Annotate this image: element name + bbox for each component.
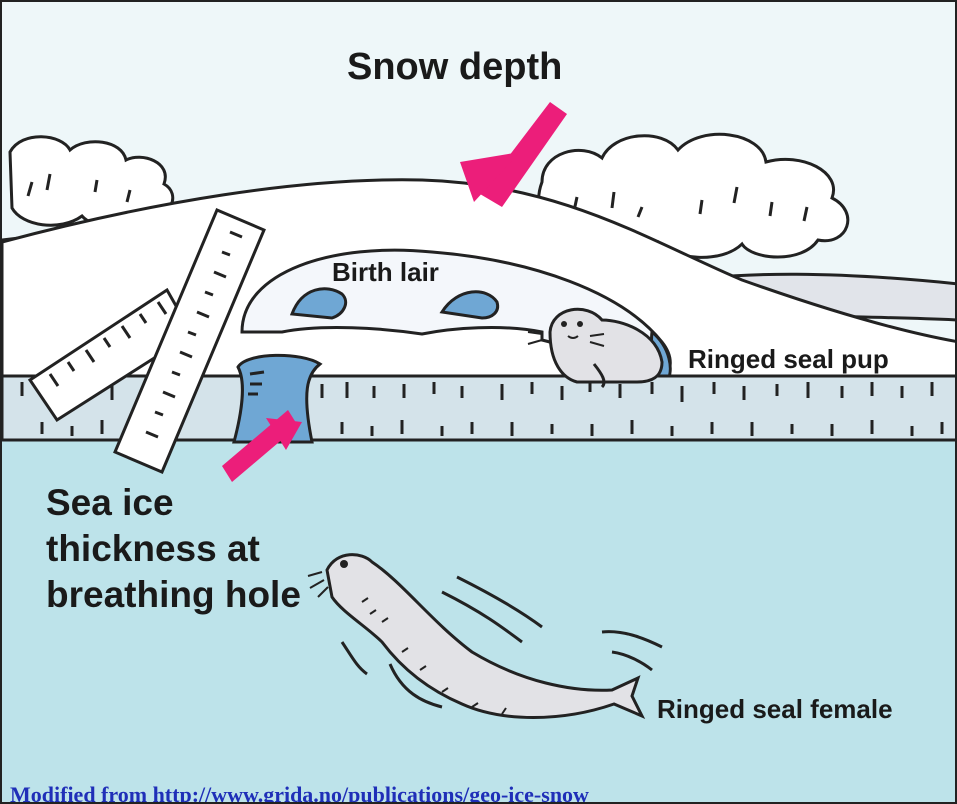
- sea-ice-thickness-label: Sea ice thickness at breathing hole: [46, 480, 306, 618]
- source-credit: Modified from http://www.grida.no/public…: [10, 782, 589, 804]
- ringed-seal-female-label: Ringed seal female: [657, 694, 893, 725]
- snow-depth-label: Snow depth: [347, 46, 562, 89]
- ringed-seal-pup-label: Ringed seal pup: [688, 344, 889, 375]
- birth-lair-label: Birth lair: [332, 257, 439, 288]
